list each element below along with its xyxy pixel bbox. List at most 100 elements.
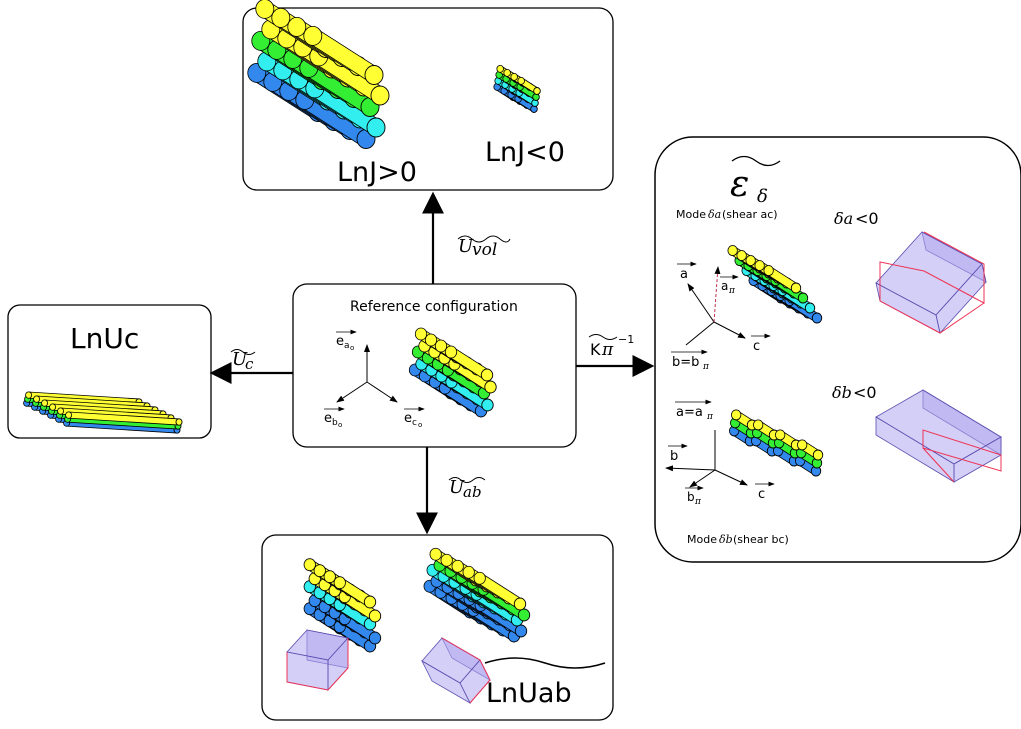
rod-back [429, 547, 442, 561]
rod-back [255, 0, 275, 19]
rod-back [57, 407, 65, 415]
rod-end [514, 624, 528, 638]
rod-end [533, 87, 541, 95]
rod-end [366, 117, 386, 138]
rod-end [790, 282, 802, 294]
svg-text:c: c [758, 487, 765, 502]
delta-a-label: δa <0 [834, 209, 879, 228]
right-box [654, 136, 1021, 563]
svg-text:U: U [458, 236, 474, 257]
svg-text:π: π [728, 286, 736, 296]
label-lnuab: LnUab [484, 657, 606, 709]
rod-back [25, 391, 33, 399]
cell-reference-edges [286, 638, 349, 691]
rod-back [462, 565, 475, 579]
rod-end [481, 398, 494, 412]
rod-back [414, 327, 428, 341]
rod-back [49, 403, 57, 411]
svg-text:c: c [245, 355, 254, 373]
svg-text:δb: δb [719, 533, 733, 546]
rod-end [368, 609, 382, 623]
svg-text:Mode: Mode [676, 208, 706, 221]
reference-axes: e a o e b o e c o [324, 329, 425, 429]
svg-text:(shear ac): (shear ac) [722, 208, 778, 221]
rod-stack-lnuc [23, 391, 183, 434]
rod-back [775, 429, 786, 441]
svg-text:π: π [702, 362, 710, 372]
rod-end [517, 608, 531, 622]
svg-text:K: K [590, 340, 601, 359]
rod-back [440, 553, 453, 567]
rod-end [513, 597, 527, 611]
svg-text:π: π [694, 497, 702, 507]
svg-text:e: e [324, 411, 332, 426]
rod-end [368, 631, 382, 645]
mode-b-axes: a=a π b b π c [665, 399, 775, 507]
rod-back [41, 399, 49, 407]
rod-end [797, 292, 809, 304]
rod-back [754, 260, 765, 271]
rod-end [370, 85, 390, 106]
rod-end [811, 312, 823, 324]
rod-back [496, 64, 504, 73]
arrow-label-bottom: U ab [448, 477, 486, 501]
rod-back [745, 255, 756, 266]
svg-text:c: c [753, 339, 760, 354]
svg-text:a: a [680, 267, 688, 282]
rod-back [303, 26, 323, 46]
svg-text:π: π [706, 412, 714, 422]
rod-back [517, 76, 525, 85]
cell-reference-edges [441, 637, 491, 704]
rod-back [424, 333, 438, 347]
svg-text:e: e [404, 411, 412, 426]
rod-back [727, 245, 738, 256]
rod-end [175, 418, 183, 426]
rod-stack-lnuab-1 [303, 558, 382, 653]
svg-text:<0: <0 [855, 209, 879, 228]
svg-text:o: o [338, 421, 342, 429]
svg-text:δ: δ [757, 186, 768, 207]
svg-text:π: π [601, 340, 614, 360]
rod-back [763, 265, 774, 276]
strain-title: ε δ [730, 155, 781, 207]
svg-text:<0: <0 [853, 383, 877, 402]
rod-end [812, 449, 824, 461]
label-lnj-negative: LnJ<0 [485, 137, 565, 168]
rod-stack-lnj-positive [247, 0, 390, 149]
svg-text:b: b [332, 418, 338, 428]
rod-stack-lnuab-2 [423, 547, 531, 643]
rod-back [287, 16, 307, 37]
mode-b-label: Mode δb (shear bc) [687, 533, 789, 546]
unit-cell-shear-ac [875, 231, 987, 334]
svg-text:U: U [232, 349, 248, 370]
rod-stack-lnj-negative [493, 64, 541, 113]
svg-text:b=b: b=b [672, 355, 699, 370]
svg-text:b: b [670, 449, 678, 464]
svg-text:ab: ab [463, 483, 482, 501]
rod-back [434, 339, 448, 353]
svg-text:a=a: a=a [676, 405, 703, 420]
rod-back [503, 68, 511, 77]
rod-back [473, 571, 486, 585]
arrow-label-top: U vol [457, 235, 511, 260]
svg-text:δb: δb [832, 383, 852, 402]
arrow-label-left: U c [230, 349, 256, 373]
rod-end [484, 380, 497, 394]
rod-end [804, 302, 816, 314]
rod-stack-shear-bc [729, 409, 824, 477]
mode-a-label: Mode δa (shear ac) [676, 208, 778, 221]
rod-back [303, 558, 316, 572]
svg-text:a: a [344, 341, 350, 351]
svg-text:o: o [350, 344, 354, 352]
rod-back [33, 395, 41, 403]
rod-back [271, 7, 291, 28]
unit-cell-lnuab-1 [286, 629, 349, 692]
rod-back [753, 419, 764, 431]
rod-back [736, 250, 747, 261]
rod-end [480, 368, 494, 382]
rod-back [65, 411, 73, 419]
rod-back [444, 345, 458, 359]
mode-a-axes: a a π b=b π c [671, 261, 771, 372]
svg-text:LnUab: LnUab [486, 678, 572, 709]
